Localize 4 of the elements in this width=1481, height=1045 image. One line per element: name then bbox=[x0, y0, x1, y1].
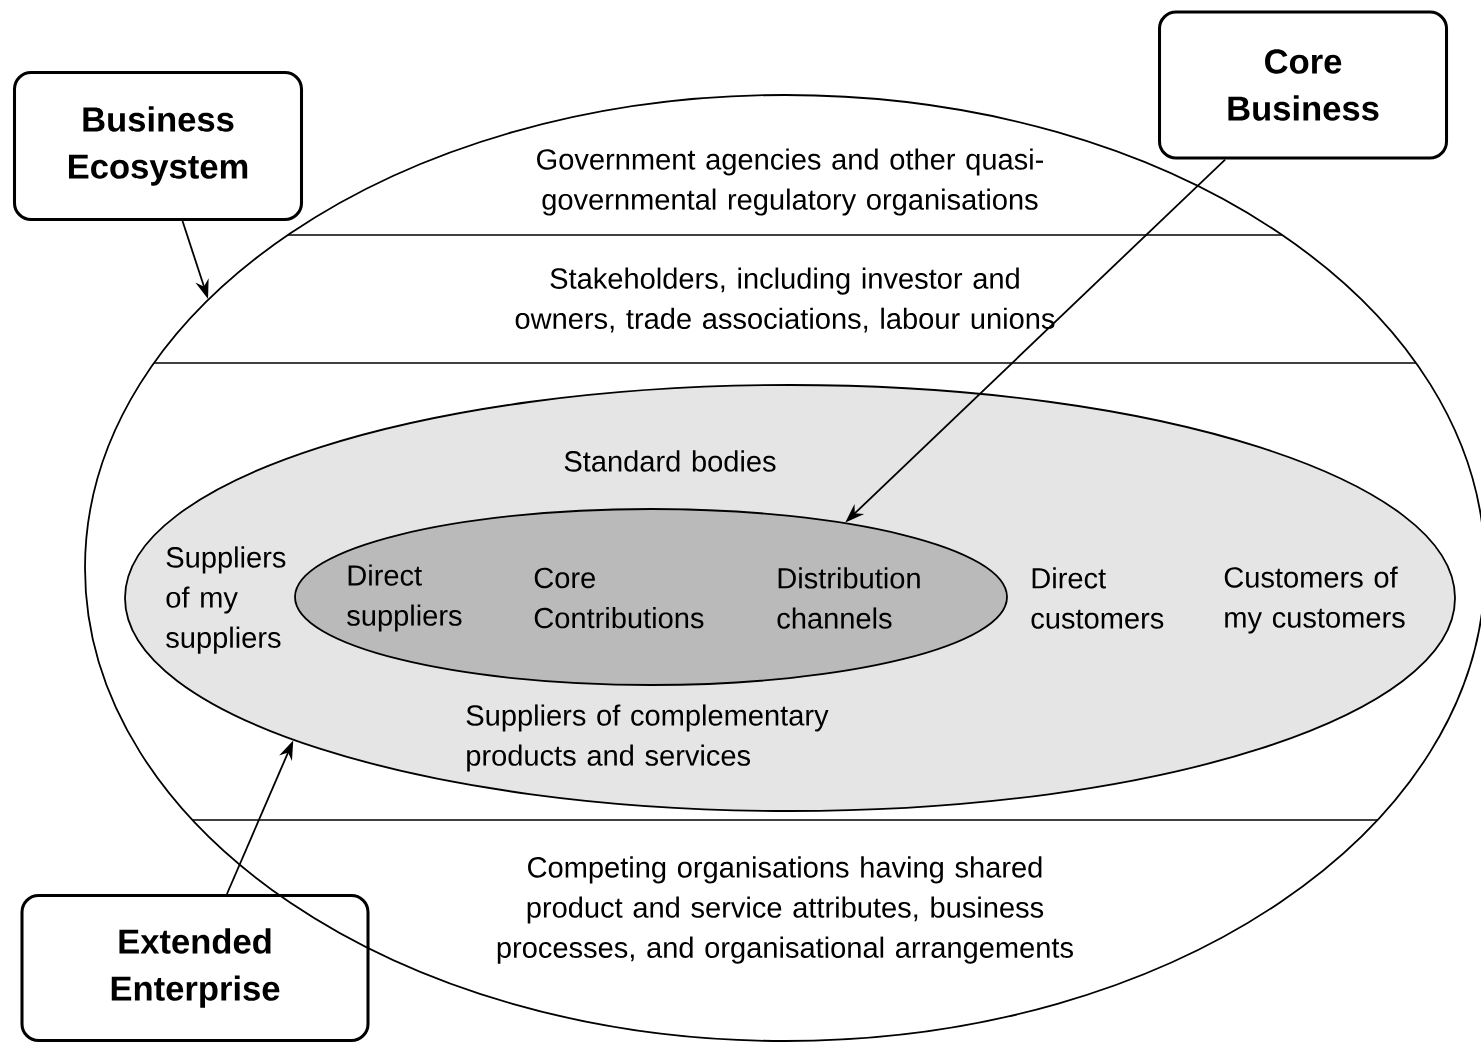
label-box: Business Ecosystem bbox=[13, 71, 303, 221]
label-box: Core Business bbox=[1158, 10, 1449, 160]
ellipse-region: Direct suppliers Core Contributions Distribution channels bbox=[294, 508, 1008, 686]
label-box: Extended Enterprise bbox=[20, 894, 370, 1043]
